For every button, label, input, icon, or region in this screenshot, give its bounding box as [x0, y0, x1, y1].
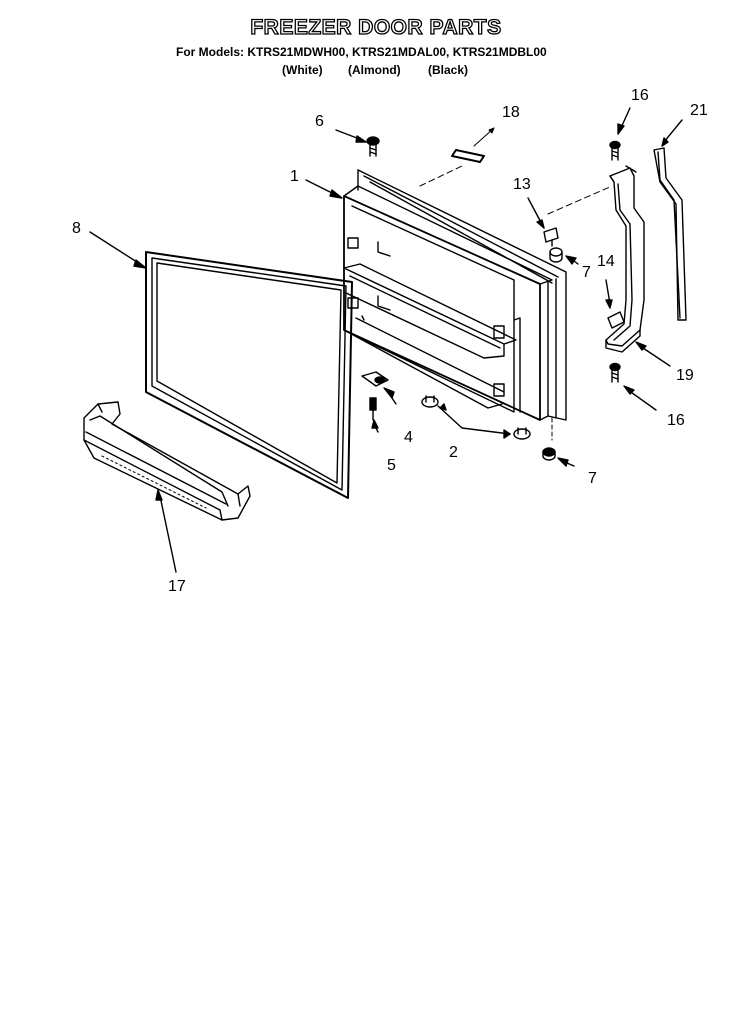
- door-shelf-part-17: [83, 401, 251, 573]
- shim-part-14: [605, 279, 613, 309]
- callout-13: 13: [513, 176, 531, 193]
- seal-strip-part-21: [653, 119, 687, 321]
- callout-2: 2: [449, 444, 458, 461]
- color-label-almond: (Almond): [348, 63, 401, 77]
- screw-part-6: [335, 129, 380, 157]
- page-title: FREEZER DOOR PARTS: [250, 15, 502, 39]
- leader-lines: [89, 179, 343, 269]
- door-liner-part-1: [343, 169, 567, 421]
- hinge-part-19: [605, 165, 645, 353]
- screw-part-16-top: [609, 107, 631, 161]
- callout-17: 17: [168, 578, 186, 595]
- callout-14: 14: [597, 253, 615, 270]
- callout-4: 4: [404, 429, 413, 446]
- callout-7-top: 7: [582, 264, 591, 281]
- hinge-parts-13-7: [527, 185, 613, 265]
- callout-18: 18: [502, 104, 520, 121]
- callout-labels: 1 2 4 5 6 7 7 8 13 14 16 16 17 18 19 21: [72, 87, 708, 595]
- screw-part-16-bottom: [609, 341, 671, 411]
- callout-16-bottom: 16: [667, 412, 685, 429]
- callout-16-top: 16: [631, 87, 649, 104]
- callout-6: 6: [315, 113, 324, 130]
- models-label: For Models: KTRS21MDWH00, KTRS21MDAL00, …: [176, 45, 547, 59]
- color-label-white: (White): [282, 63, 323, 77]
- gasket-part-8: [145, 251, 353, 499]
- callout-7-bottom: 7: [588, 470, 597, 487]
- callout-21: 21: [690, 102, 708, 119]
- label-part-18: [419, 127, 495, 187]
- callout-5: 5: [387, 457, 396, 474]
- color-label-black: (Black): [428, 63, 469, 77]
- bottom-hinge-hardware: [361, 371, 575, 467]
- callout-8: 8: [72, 220, 81, 237]
- callout-1: 1: [290, 168, 299, 185]
- callout-19: 19: [676, 367, 694, 384]
